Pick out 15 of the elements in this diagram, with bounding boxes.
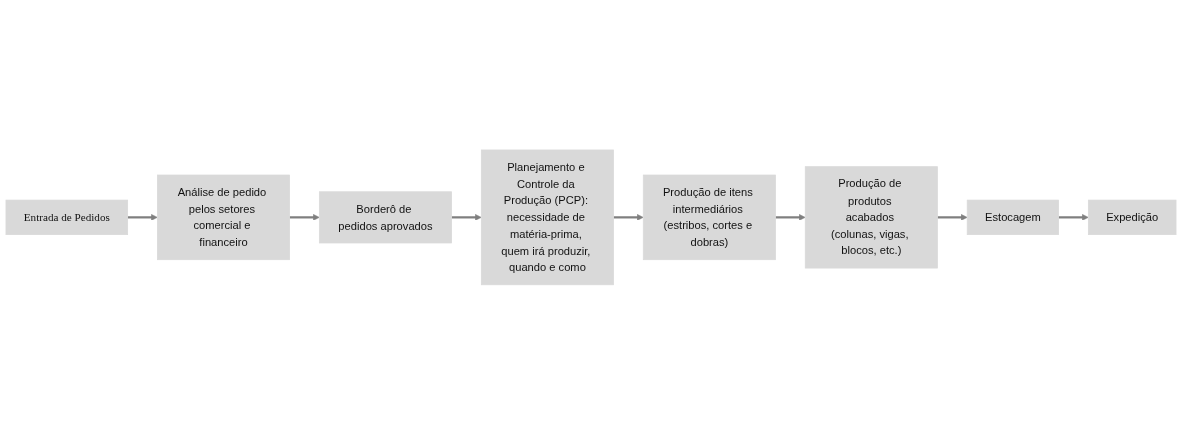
arrow — [937, 214, 968, 221]
arrow — [1058, 214, 1089, 221]
arrow — [289, 214, 320, 221]
arrow — [127, 214, 158, 221]
node-box: Produção de itens intermediários (estribos, cortes e dobras) — [642, 174, 776, 261]
node-box: Borderô de pedidos aprovados — [318, 191, 452, 244]
node-box: Entrada de Pedidos — [5, 199, 128, 236]
node-box: Produção de produtos acabados (colunas, vigas, blocos, etc.) — [804, 166, 938, 269]
arrow — [613, 214, 644, 221]
arrow — [451, 214, 482, 221]
node-box: Análise de pedido pelos setores comercial e financeiro — [157, 174, 290, 261]
node-box: Expedição — [1087, 199, 1177, 236]
arrow — [775, 214, 806, 221]
node-box: Planejamento e Controle da Produção (PCP): necessidade de matéria-prima, quem irá produzir, quando e como — [480, 149, 614, 286]
node-box: Estocagem — [966, 199, 1059, 236]
